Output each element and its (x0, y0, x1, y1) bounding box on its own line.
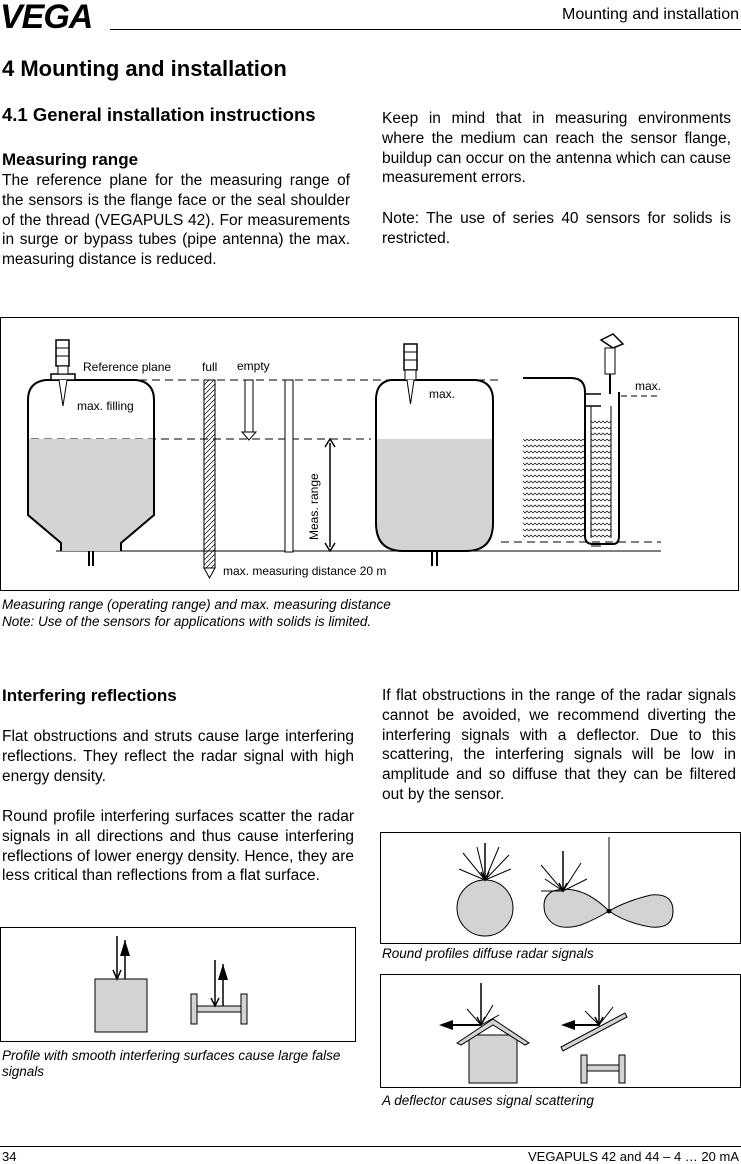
figure1-caption-line1: Measuring range (operating range) and ma… (2, 597, 391, 612)
solids-note-paragraph: Note: The use of series 40 sensors for s… (382, 210, 731, 247)
round-profiles-figure (380, 832, 741, 944)
empty-label: empty (237, 359, 270, 373)
interfering-heading: Interfering reflections (2, 686, 177, 705)
deflector-figure (380, 974, 741, 1088)
reference-plane-label: Reference plane (83, 360, 171, 374)
meas-range-label: Meas. range (307, 473, 321, 540)
measuring-range-diagram: Reference plane full empty max. filling … (27, 333, 661, 580)
header-rule (110, 29, 741, 30)
header-title: Mounting and installation (561, 6, 739, 23)
interfering-paragraph3: If flat obstructions in the range of the… (382, 687, 736, 803)
full-label: full (202, 360, 217, 374)
max-label-middle: max. (429, 387, 455, 401)
vega-logo: VEGA (0, 0, 93, 36)
deflector-diagram (439, 983, 628, 1084)
smooth-surfaces-diagram (94, 936, 248, 1033)
figure2-caption: Profile with smooth interfering surfaces… (2, 1048, 341, 1079)
max-label-right: max. (635, 379, 661, 393)
footer-rule (0, 1146, 741, 1147)
max-filling-label: max. filling (77, 399, 134, 413)
interfering-paragraph1: Flat obstructions and struts cause large… (2, 728, 354, 785)
figure1-caption-line2: Note: Use of the sensors for application… (2, 614, 372, 629)
footer-product: VEGAPULS 42 and 44 – 4 … 20 mA (527, 1149, 739, 1164)
round-profiles-diagram (456, 837, 674, 937)
figure3-caption: Round profiles diffuse radar signals (382, 946, 594, 961)
measuring-range-heading: Measuring range (2, 150, 139, 169)
buildup-paragraph: Keep in mind that in measuring environme… (382, 110, 731, 187)
section-title: 4.1 General installation instructions (2, 104, 316, 125)
smooth-surfaces-figure (0, 927, 356, 1042)
measuring-range-figure: Reference plane full empty max. filling … (0, 317, 739, 591)
page-number: 34 (2, 1149, 17, 1164)
chapter-title: 4 Mounting and installation (2, 56, 287, 81)
max-distance-label: max. measuring distance 20 m (223, 564, 386, 578)
measuring-range-paragraph: The reference plane for the measuring ra… (2, 172, 350, 269)
interfering-paragraph2: Round profile interfering surfaces scatt… (2, 808, 354, 885)
figure4-caption: A deflector causes signal scattering (382, 1093, 594, 1108)
